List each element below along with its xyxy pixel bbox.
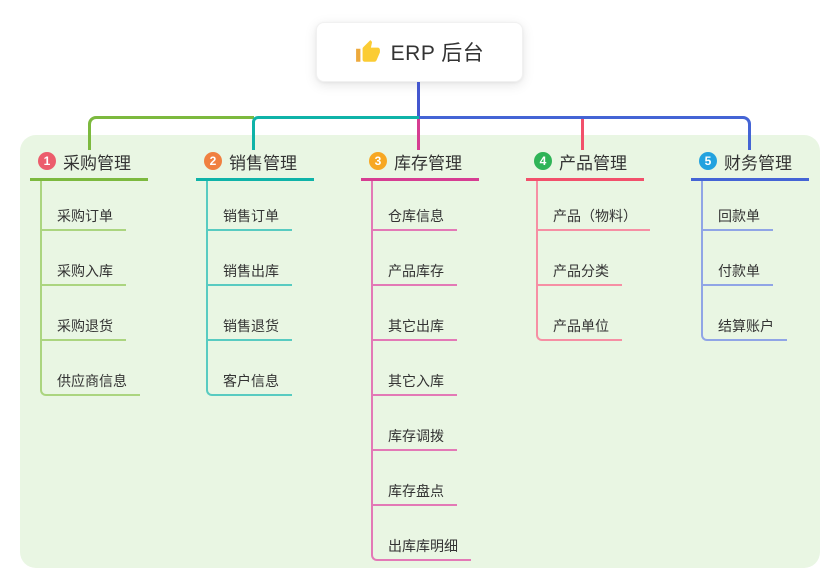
child-node[interactable]: 产品单位 [553,318,609,334]
connector-branch-2 [252,116,421,150]
branch-node-1[interactable]: 1 采购管理 [38,150,131,173]
child-node-underline [206,339,292,341]
connector-branch-5 [419,116,751,150]
child-node[interactable]: 销售退货 [223,318,279,334]
connector-branch-1 [88,116,254,150]
child-node-underline [371,504,457,506]
child-node-underline [371,449,457,451]
child-node-underline [371,284,457,286]
branch-node-4[interactable]: 4 产品管理 [534,150,627,173]
branch-trunk-line [371,181,471,561]
child-node[interactable]: 销售出库 [223,263,279,279]
child-node[interactable]: 采购订单 [57,208,113,224]
branch-node-5[interactable]: 5 财务管理 [699,150,792,173]
child-node[interactable]: 出库库明细 [388,538,458,554]
branch-number-badge: 5 [699,152,717,170]
child-node[interactable]: 库存盘点 [388,483,444,499]
branch-node-label: 产品管理 [559,153,627,173]
root-node-label: ERP 后台 [390,42,485,65]
child-node-underline [206,284,292,286]
branch-node-3[interactable]: 3 库存管理 [369,150,462,173]
branch-node-label: 库存管理 [394,153,462,173]
child-node[interactable]: 产品（物料） [553,208,637,224]
child-node[interactable]: 客户信息 [223,373,279,389]
branch-number-badge: 4 [534,152,552,170]
branch-trunk-line [40,181,140,396]
root-node[interactable]: ERP 后台 [316,22,523,82]
child-node-underline [701,284,773,286]
branch-title-underline [196,178,314,181]
child-node-underline [701,229,773,231]
branches-panel [20,135,820,568]
child-node[interactable]: 采购退货 [57,318,113,334]
branch-title-underline [361,178,479,181]
child-node-underline [536,284,622,286]
branch-number-badge: 1 [38,152,56,170]
child-node[interactable]: 付款单 [718,263,760,279]
child-node[interactable]: 供应商信息 [57,373,127,389]
branch-node-2[interactable]: 2 销售管理 [204,150,297,173]
thumbs-up-icon [355,39,381,65]
branch-number-badge: 3 [369,152,387,170]
child-node-underline [40,339,126,341]
child-node[interactable]: 结算账户 [718,318,774,334]
child-node-underline [206,229,292,231]
child-node[interactable]: 销售订单 [223,208,279,224]
child-node[interactable]: 回款单 [718,208,760,224]
branch-node-label: 销售管理 [229,153,297,173]
branch-trunk-line [701,181,787,341]
branch-title-underline [30,178,148,181]
connector-branch-4 [581,119,584,150]
child-node-underline [40,229,126,231]
child-node[interactable]: 仓库信息 [388,208,444,224]
child-node-underline [371,229,457,231]
child-node[interactable]: 其它出库 [388,318,444,334]
child-node[interactable]: 其它入库 [388,373,444,389]
child-node-underline [371,339,457,341]
branch-title-underline [691,178,809,181]
branch-title-underline [526,178,644,181]
branch-trunk-line [536,181,622,341]
connector-branch-3 [417,119,420,150]
child-node-underline [536,229,650,231]
branch-trunk-line [206,181,292,396]
branch-number-badge: 2 [204,152,222,170]
root-connector-line [417,82,420,119]
child-node-underline [371,394,457,396]
child-node[interactable]: 库存调拨 [388,428,444,444]
child-node[interactable]: 产品库存 [388,263,444,279]
branch-node-label: 采购管理 [63,153,131,173]
child-node-underline [40,284,126,286]
child-node[interactable]: 采购入库 [57,263,113,279]
branch-node-label: 财务管理 [724,153,792,173]
child-node[interactable]: 产品分类 [553,263,609,279]
